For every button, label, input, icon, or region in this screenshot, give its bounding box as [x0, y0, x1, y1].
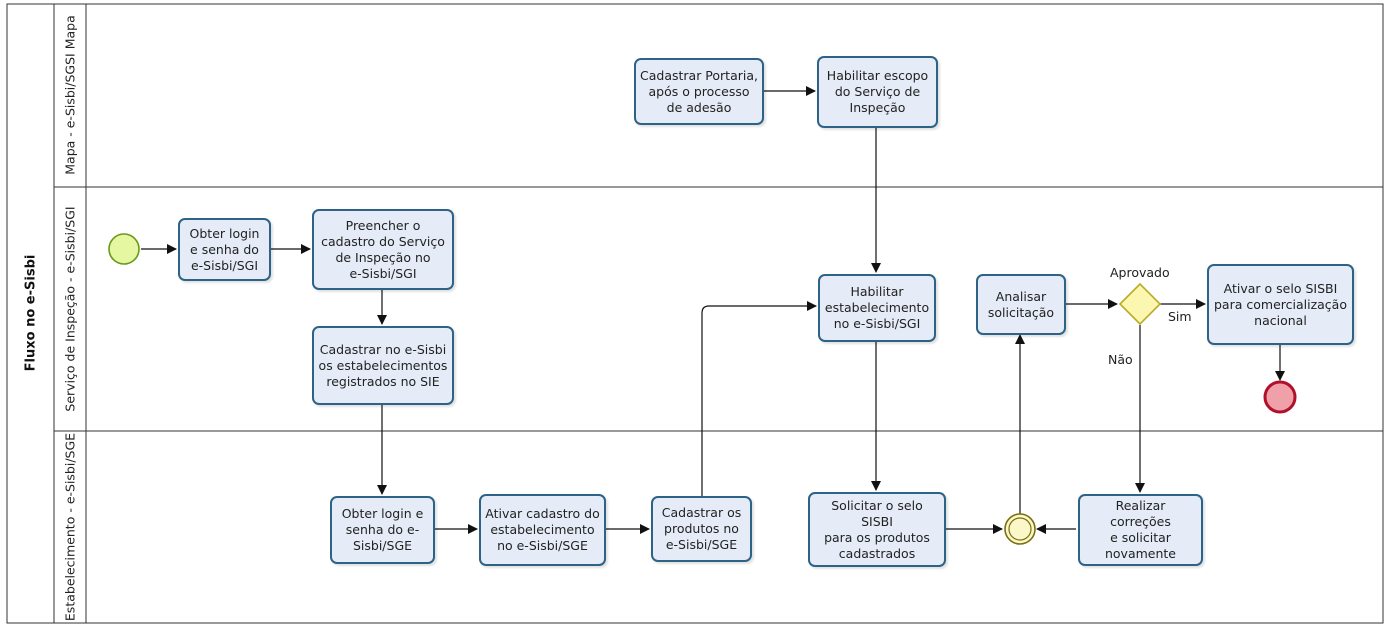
task-obter-login-sge[interactable]: Obter login e senha do e- Sisbi/SGE — [330, 496, 435, 564]
task-ativar-cadastro[interactable]: Ativar cadastro do estabelecimento no e-… — [479, 494, 606, 566]
task-solicitar-selo[interactable]: Solicitar o selo SISBI para os produtos … — [808, 492, 946, 567]
pool-title: Fluxo no e-Sisbi — [23, 254, 39, 372]
pool-frame — [6, 3, 1384, 624]
task-cadastrar-produtos[interactable]: Cadastrar os produtos no e-Sisbi/SGE — [651, 496, 752, 562]
gateway-label: Aprovado — [1110, 265, 1170, 280]
lane-label-estabelecimento: Estabelecimento - e-Sisbi/SGE — [62, 432, 78, 622]
intermediate-event-inner-ring — [1008, 517, 1032, 541]
task-habilitar-escopo[interactable]: Habilitar escopo do Serviço de Inspeção — [817, 56, 938, 128]
start-event[interactable] — [108, 233, 140, 265]
task-habilitar-estabelecimento[interactable]: Habilitar estabelecimento no e-Sisbi/SGI — [818, 274, 936, 342]
task-realizar-correcoes[interactable]: Realizar correções e solicitar novamente — [1078, 494, 1203, 566]
task-analisar-solicitacao[interactable]: Analisar solicitação — [976, 274, 1066, 335]
gateway-no-label: Não — [1108, 352, 1133, 367]
task-obter-login-sgi[interactable]: Obter login e senha do e-Sisbi/SGI — [178, 218, 271, 281]
lane-label-mapa: Mapa - e-Sisbi/SGSI Mapa — [62, 15, 78, 175]
task-cadastrar-portaria[interactable]: Cadastrar Portaria, após o processo de a… — [634, 58, 764, 125]
approval-gateway[interactable] — [1118, 282, 1162, 326]
task-cadastrar-estabelecimentos[interactable]: Cadastrar no e-Sisbi os estabelecimentos… — [312, 326, 454, 405]
end-event[interactable] — [1263, 380, 1297, 414]
gateway-yes-label: Sim — [1168, 309, 1192, 324]
task-ativar-selo[interactable]: Ativar o selo SISBI para comercialização… — [1207, 264, 1354, 345]
flow-produtos-to-habilitar-estab — [701, 301, 817, 496]
lane-label-servico: Serviço de Inspeção - e-Sisbi/SGI — [62, 206, 78, 412]
task-preencher-cadastro[interactable]: Preencher o cadastro do Serviço de Inspe… — [312, 209, 454, 290]
